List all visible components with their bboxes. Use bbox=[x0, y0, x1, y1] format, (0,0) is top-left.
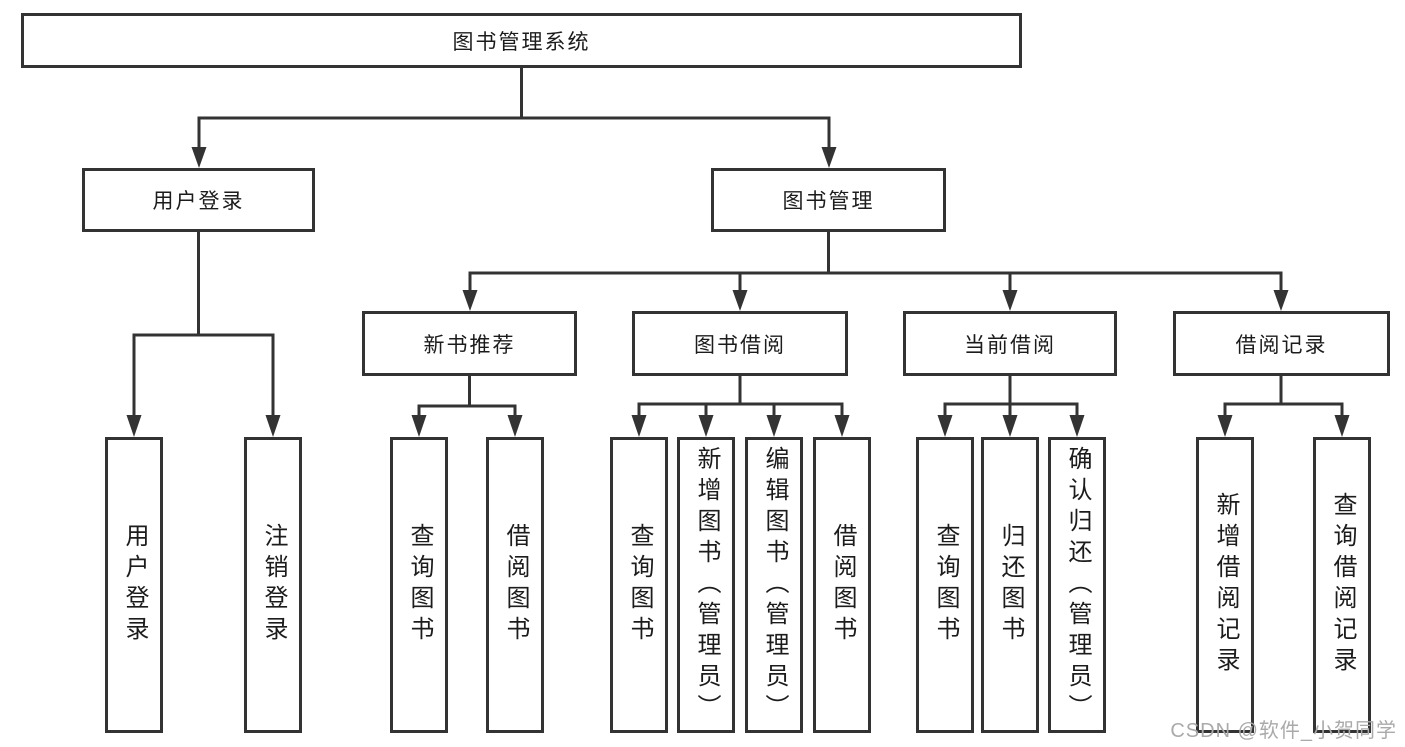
csdn-watermark: CSDN @软件_小贺同学 bbox=[1170, 720, 1397, 742]
leaf-query-books-recommend-label: 查询图书 bbox=[406, 523, 433, 647]
leaf-add-borrow-record-label: 新增借阅记录 bbox=[1212, 492, 1239, 678]
node-library-management-system: 图书管理系统 bbox=[21, 13, 1022, 68]
node-user-login: 用户登录 bbox=[82, 168, 315, 232]
leaf-query-books-borrow-label: 查询图书 bbox=[626, 523, 653, 647]
leaf-query-books-borrow: 查询图书 bbox=[610, 437, 668, 733]
node-current-borrowing: 当前借阅 bbox=[903, 311, 1117, 376]
leaf-query-borrow-record-label: 查询借阅记录 bbox=[1329, 492, 1356, 678]
leaf-query-borrow-record: 查询借阅记录 bbox=[1313, 437, 1371, 733]
node-new-book-recommendation: 新书推荐 bbox=[362, 311, 577, 376]
leaf-return-books: 归还图书 bbox=[981, 437, 1039, 733]
leaf-confirm-return-admin: 确认归还（管理员） bbox=[1048, 437, 1106, 733]
leaf-query-books-current-label: 查询图书 bbox=[932, 523, 959, 647]
leaf-user-login-label: 用户登录 bbox=[121, 523, 148, 647]
leaf-logout-label: 注销登录 bbox=[260, 523, 287, 647]
leaf-query-books-recommend: 查询图书 bbox=[390, 437, 448, 733]
node-book-borrowing: 图书借阅 bbox=[632, 311, 848, 376]
leaf-query-books-current: 查询图书 bbox=[916, 437, 974, 733]
leaf-confirm-return-admin-label: 确认归还（管理员） bbox=[1064, 445, 1091, 725]
leaf-edit-books-admin-label: 编辑图书（管理员） bbox=[761, 445, 788, 725]
leaf-return-books-label: 归还图书 bbox=[997, 523, 1024, 647]
leaf-borrow-books-recommend: 借阅图书 bbox=[486, 437, 544, 733]
node-borrowing-records: 借阅记录 bbox=[1173, 311, 1390, 376]
leaf-edit-books-admin: 编辑图书（管理员） bbox=[745, 437, 803, 733]
leaf-add-borrow-record: 新增借阅记录 bbox=[1196, 437, 1254, 733]
leaf-user-login: 用户登录 bbox=[105, 437, 163, 733]
node-book-management: 图书管理 bbox=[711, 168, 946, 232]
leaf-add-books-admin: 新增图书（管理员） bbox=[677, 437, 735, 733]
leaf-borrow-books-recommend-label: 借阅图书 bbox=[502, 523, 529, 647]
leaf-add-books-admin-label: 新增图书（管理员） bbox=[693, 445, 720, 725]
leaf-logout: 注销登录 bbox=[244, 437, 302, 733]
leaf-borrow-books-label: 借阅图书 bbox=[829, 523, 856, 647]
leaf-borrow-books: 借阅图书 bbox=[813, 437, 871, 733]
